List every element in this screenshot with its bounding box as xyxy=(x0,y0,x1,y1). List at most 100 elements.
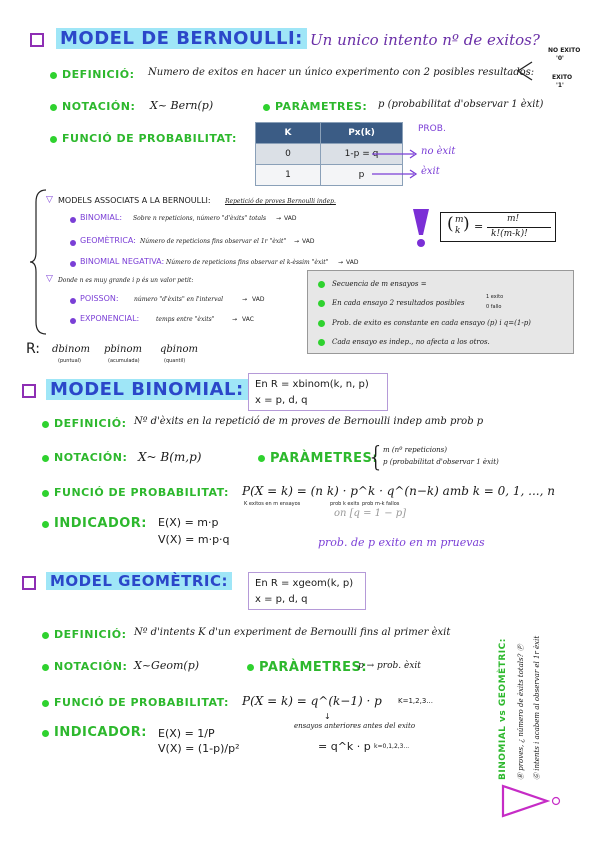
assoc-text: Sobre n repeticions, número "d'èxits" to… xyxy=(133,215,267,222)
indicator-label: INDICADOR: xyxy=(54,516,147,531)
bullet xyxy=(42,730,49,737)
bullet xyxy=(42,700,49,707)
indicator-v: V(X) = (1-p)/p² xyxy=(158,742,240,755)
checkbox-geometric[interactable] xyxy=(22,576,36,590)
outcome-no-label: NO EXITO xyxy=(548,47,581,54)
formula-arrow: ↓ xyxy=(324,712,331,721)
coef-numerator: m! xyxy=(507,214,520,224)
notation-text: X~ Bern(p) xyxy=(150,99,214,112)
definition-label: DEFINICIÓ: xyxy=(62,68,135,81)
r-box-line: x = p, d, q xyxy=(255,594,308,605)
assoc-title: MODELS ASSOCIATS A LA BERNOULLI: xyxy=(58,196,211,205)
limit-target: VAD xyxy=(252,296,265,303)
r-note: (quantil) xyxy=(164,358,186,364)
geometric-title: MODEL GEOMÈTRIC: xyxy=(46,572,233,590)
bullet xyxy=(70,240,76,246)
arrow-no-exit: no èxit xyxy=(421,146,456,157)
bullet xyxy=(42,455,49,462)
notation-label: NOTACIÓN: xyxy=(62,100,136,113)
triangle-icon: ▽ xyxy=(46,274,53,284)
parameters-text: p → prob. èxit xyxy=(358,661,421,671)
bullet xyxy=(318,320,325,327)
bullet xyxy=(70,217,76,223)
side-note: BINOMIAL vs GEOMÈTRIC: Ⓑ proves, ¿ númer… xyxy=(498,560,542,780)
split-arrows-icon xyxy=(516,61,533,81)
bullet xyxy=(42,490,49,497)
r-label: R: xyxy=(26,341,41,357)
bullet xyxy=(318,339,325,346)
bullet xyxy=(50,104,57,111)
bullet xyxy=(258,455,265,462)
parameters-label: PARÀMETRES: xyxy=(270,451,379,466)
prob-word: PROB. xyxy=(418,124,446,134)
r-box-line: x = p, d, q xyxy=(255,395,308,406)
assoc-text: Número de repeticions fins observar el k… xyxy=(166,259,329,266)
formula-alt: = q^k · p xyxy=(318,740,371,753)
bullet xyxy=(70,261,76,267)
geometric-r-box: En R = xgeom(k, p) x = p, d, q xyxy=(248,572,366,610)
bullet xyxy=(263,104,270,111)
assoc-arrow: → xyxy=(338,259,344,266)
table-cell: 0 xyxy=(255,143,321,165)
indicator-v: V(X) = m·p·q xyxy=(158,533,230,546)
indicator-e: E(X) = m·p xyxy=(158,516,219,529)
binomial-formula: P(X = k) = (n k) · p^k · q^(n−k) amb k =… xyxy=(242,484,555,498)
r-box-line: En R = xbinom(k, n, p) xyxy=(255,379,369,390)
parameter-line: m (nº repeticions) xyxy=(383,446,447,454)
definition-text: Numero de exitos en hacer un único exper… xyxy=(148,67,535,78)
assoc-text: Número de repeticions fins observar el 1… xyxy=(140,238,287,245)
assoc-arrow: → xyxy=(276,215,282,222)
table-cell: p xyxy=(320,164,403,186)
definition-text: Nº d'èxits en la repetició de m proves d… xyxy=(134,416,484,427)
bernoulli-subtitle: Un unico intento nº de exitos? xyxy=(310,31,540,49)
brace-label-fail: 0 fallo xyxy=(486,304,502,310)
r-note: (acumulada) xyxy=(108,358,140,364)
bullet xyxy=(42,664,49,671)
notation-text: X~ B(m,p) xyxy=(138,450,202,464)
table-header: K xyxy=(255,122,321,144)
checkbox-bernoulli[interactable] xyxy=(30,33,44,47)
binomial-title: MODEL BINOMIAL: xyxy=(46,379,248,400)
brace-icon: { xyxy=(367,440,385,473)
limit-text-item: número "d'èxits" en l'interval xyxy=(134,296,224,303)
paren-left: ( xyxy=(447,214,454,234)
table-cell: 1 xyxy=(255,164,321,186)
bullet xyxy=(50,72,57,79)
equals: = xyxy=(474,220,484,233)
formula-note: K exitos en m ensayos xyxy=(244,501,301,507)
checkbox-binomial[interactable] xyxy=(22,384,36,398)
indicator-e: E(X) = 1/P xyxy=(158,727,215,740)
assoc-name: BINOMIAL NEGATIVA: xyxy=(80,257,165,266)
bullet xyxy=(247,664,254,671)
triangle-icon: ▽ xyxy=(46,195,53,205)
r-func: pbinom xyxy=(104,344,142,355)
formula-range: K=1,2,3... xyxy=(398,697,433,705)
paren-right: ) xyxy=(463,214,470,234)
bullet xyxy=(42,521,49,528)
binomial-coefficient-box: ( m k ) = m! k!(m-k)! xyxy=(440,212,556,242)
parameter-line: p (probabilitat d'observar 1 èxit) xyxy=(383,458,499,466)
assoc-name: GEOMÈTRICA: xyxy=(80,236,136,245)
r-func: qbinom xyxy=(160,344,198,355)
limit-arrow: → xyxy=(232,316,238,323)
definition-text: Nº d'intents K d'un experiment de Bernou… xyxy=(134,627,451,638)
bullet xyxy=(318,300,325,307)
brace-icon xyxy=(29,189,47,335)
definition-label: DEFINICIÓ: xyxy=(54,628,127,641)
geometric-formula: P(X = k) = q^(k−1) · p xyxy=(242,694,382,708)
parameters-label: PARÀMETRES: xyxy=(259,660,368,675)
formula-note: prob k exits xyxy=(330,501,360,507)
brace-label-exit: 1 exito xyxy=(486,294,504,300)
formula-sub: on [q = 1 − p] xyxy=(334,508,407,519)
binomial-r-box: En R = xbinom(k, n, p) x = p, d, q xyxy=(248,373,388,411)
bullet xyxy=(42,632,49,639)
sequence-box: Secuencia de m ensayos = En cada ensayo … xyxy=(307,270,574,354)
limit-text: Donde n es muy grande i p és un valor pe… xyxy=(58,277,194,284)
assoc-arrow: → xyxy=(294,238,300,245)
bullet xyxy=(50,136,57,143)
limit-name: POISSON: xyxy=(80,294,119,303)
bullet xyxy=(42,421,49,428)
limit-target: VAC xyxy=(242,316,254,323)
outcome-yes-value: '1' xyxy=(556,82,564,89)
notation-label: NOTACIÓN: xyxy=(54,451,128,464)
